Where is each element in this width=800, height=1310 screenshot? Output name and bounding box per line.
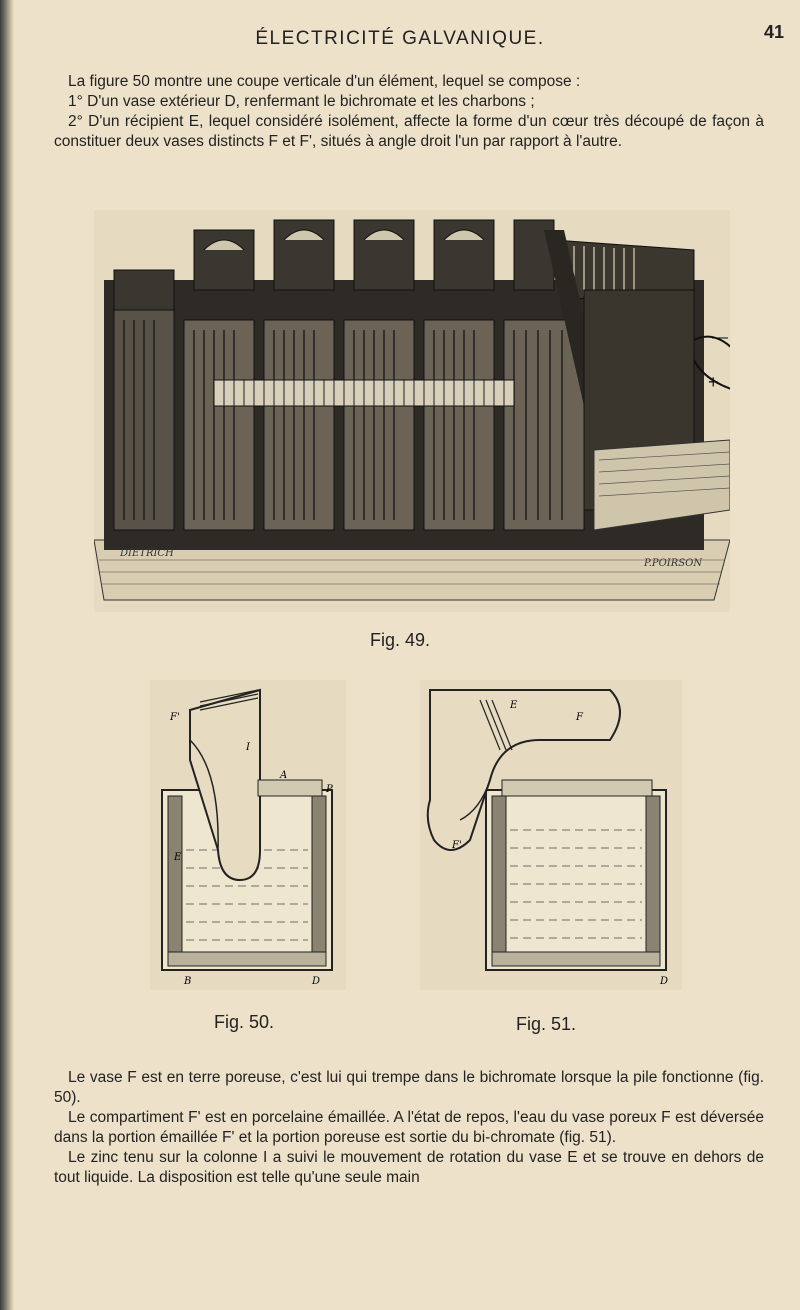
intro-text: La figure 50 montre une coupe verticale … bbox=[54, 72, 764, 152]
label-d: D bbox=[311, 976, 320, 987]
engraver-signature-left: DIETRICH bbox=[119, 548, 174, 559]
cell-jars bbox=[113, 309, 585, 531]
page-binding-edge bbox=[0, 0, 14, 1310]
intro-line-3: 2° D'un récipient E, lequel considéré is… bbox=[54, 113, 764, 150]
label-b: B bbox=[183, 976, 191, 987]
figure-51-section: E F F' D bbox=[420, 680, 682, 990]
page-number: 41 bbox=[763, 22, 784, 42]
figure-51-caption: Fig. 51. bbox=[516, 1014, 577, 1034]
label-p: P bbox=[325, 784, 333, 795]
body-text: Le vase F est en terre poreuse, c'est lu… bbox=[54, 1068, 764, 1188]
label-e: E bbox=[509, 700, 518, 711]
body-paragraph-3: Le zinc tenu sur la colonne I a suivi le… bbox=[54, 1149, 764, 1186]
label-f: F bbox=[575, 712, 584, 723]
label-d: D bbox=[659, 976, 668, 987]
figure-50-section: F' I A P D E B bbox=[150, 680, 346, 990]
figure-49-engraving: — + DIETRICH P.POIRSON bbox=[94, 210, 730, 612]
figure-49-caption: Fig. 49. bbox=[370, 630, 431, 650]
body-paragraph-1: Le vase F est en terre poreuse, c'est lu… bbox=[54, 1069, 764, 1106]
terminal-minus: — bbox=[712, 329, 728, 346]
section-drawing-51: E F F' D bbox=[426, 689, 668, 987]
intro-line-2: 1° D'un vase extérieur D, renfermant le … bbox=[68, 93, 535, 110]
body-paragraph-2: Le compartiment F' est en porcelaine éma… bbox=[54, 1109, 764, 1146]
label-a: A bbox=[279, 770, 287, 781]
terminal-plus: + bbox=[708, 372, 719, 392]
label-fprime: F' bbox=[169, 712, 180, 723]
label-e: E bbox=[173, 852, 182, 863]
running-title: ÉLECTRICITÉ GALVANIQUE. bbox=[255, 28, 545, 49]
section-drawing-50: F' I A P D E B bbox=[161, 688, 333, 987]
figure-50-caption: Fig. 50. bbox=[214, 1012, 275, 1032]
engraver-signature-right: P.POIRSON bbox=[643, 558, 703, 569]
intro-line-1: La figure 50 montre une coupe verticale … bbox=[68, 73, 581, 90]
label-fprime: F' bbox=[451, 840, 462, 851]
battery-illustration: — + DIETRICH P.POIRSON bbox=[94, 219, 730, 601]
label-i: I bbox=[245, 742, 251, 753]
